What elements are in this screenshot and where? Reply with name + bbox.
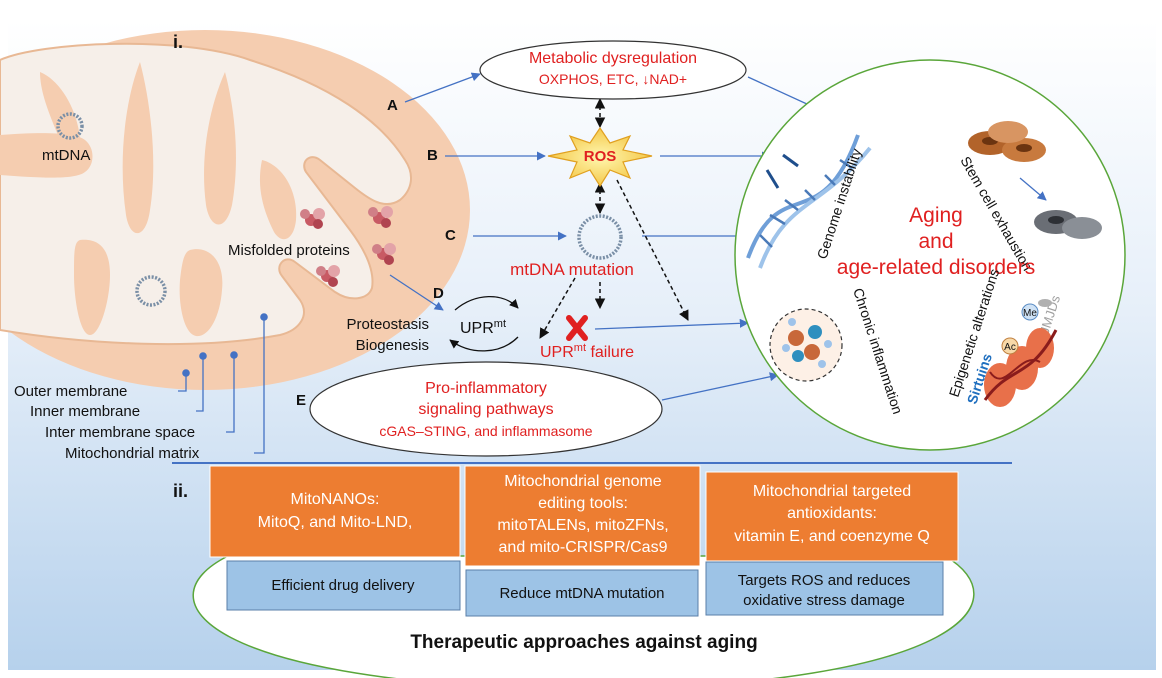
therapy-boxes: MitoNANOs: MitoQ, and Mito-LND, Mitochon… <box>209 465 959 567</box>
pathway-letter-a: A <box>387 97 398 114</box>
therapy-1-line-2: MitoQ, and Mito-LND, <box>258 514 413 531</box>
mtdna-circle-icon <box>56 112 84 140</box>
membrane-legend <box>178 317 265 454</box>
proteostasis-label: Proteostasis <box>346 316 429 333</box>
misfolded-proteins-label: Misfolded proteins <box>228 242 350 259</box>
therapy-footer-title: Therapeutic approaches against aging <box>410 632 757 653</box>
mitochondrion: mtDNA Misfolded proteins <box>0 30 470 390</box>
pro-inflammatory-ellipse <box>309 361 663 457</box>
me-label: Me <box>1023 308 1037 319</box>
therapy-box-genome-editing <box>464 465 701 567</box>
crista-5 <box>74 239 110 335</box>
legend-intermembrane-space: Inter membrane space <box>45 424 195 441</box>
mtdna-mutation-circle-icon <box>577 214 623 260</box>
pathway-letter-b: B <box>427 147 438 164</box>
ros-label: ROS <box>584 148 617 165</box>
inflammation-cluster-icon <box>769 308 843 382</box>
aging-title-3: age-related disorders <box>837 256 1035 279</box>
benefit-box-2 <box>465 569 699 617</box>
mtdna-mutation-label: mtDNA mutation <box>510 260 634 279</box>
therapy-2-line-4: and mito-CRISPR/Cas9 <box>499 539 668 556</box>
metabolic-subtitle: OXPHOS, ETC, ↓NAD+ <box>539 71 687 87</box>
upr-failure-label: UPRmt failure <box>540 342 634 361</box>
pathway-letter-d: D <box>433 285 444 302</box>
therapy-3-line-3: vitamin E, and coenzyme Q <box>734 528 930 545</box>
ac-marker <box>1001 337 1019 355</box>
outer-membrane-marker <box>182 369 190 377</box>
panel-label-i: i. <box>173 32 183 52</box>
upr-label: UPRmt <box>460 318 506 337</box>
crista-3 <box>122 62 154 234</box>
benefit-boxes: Efficient drug delivery Reduce mtDNA mut… <box>226 560 944 617</box>
therapy-2-line-1: Mitochondrial genome <box>504 473 662 490</box>
crista-6 <box>179 249 223 337</box>
mtdna-label: mtDNA <box>42 147 90 164</box>
ros-starburst-icon <box>547 126 653 188</box>
benefit-3-line-1: Targets ROS and reduces <box>738 572 911 589</box>
aging-title-1: Aging <box>909 204 963 227</box>
biogenesis-label: Biogenesis <box>356 337 429 354</box>
panel-label-ii: ii. <box>173 481 188 501</box>
matrix-marker <box>260 313 268 321</box>
blue-arrows <box>389 72 821 401</box>
legend-outer-membrane: Outer membrane <box>14 383 127 400</box>
benefit-box-1 <box>226 560 461 611</box>
inflammatory-line-3: cGAS–STING, and inflammasome <box>379 423 592 439</box>
failure-x-icon <box>566 315 588 341</box>
benefit-2-text: Reduce mtDNA mutation <box>499 585 664 602</box>
me-marker <box>1021 303 1039 321</box>
nucleosome-icon <box>983 299 1058 407</box>
dna-helix-icon <box>746 134 872 269</box>
inflammatory-line-2: signaling pathways <box>418 401 553 418</box>
aging-circle: Genome instability Stem cell exhaustion … <box>734 59 1126 451</box>
upr-cycle: UPRmt <box>449 296 519 352</box>
therapy-1-line-1: MitoNANOs: <box>291 491 380 508</box>
exhausted-cell-icon <box>1034 210 1102 239</box>
therapy-box-mitonanos <box>209 465 461 558</box>
aging-title-2: and <box>918 230 953 253</box>
pathway-letter-c: C <box>445 227 456 244</box>
therapy-3-line-2: antioxidants: <box>787 505 877 522</box>
therapy-3-line-1: Mitochondrial targeted <box>753 483 911 500</box>
intermembrane-marker <box>230 351 238 359</box>
stem-cell-arrow <box>1019 177 1047 201</box>
benefit-3-line-2: oxidative stress damage <box>743 592 905 609</box>
dashed-arrows <box>539 97 689 339</box>
therapy-2-line-3: mitoTALENs, mitoZFNs, <box>497 517 668 534</box>
inner-membrane-marker <box>199 352 207 360</box>
benefit-box-3 <box>705 561 944 616</box>
benefit-1-text: Efficient drug delivery <box>271 577 415 594</box>
legend-mitochondrial-matrix: Mitochondrial matrix <box>65 445 200 462</box>
misfolded-protein-icon <box>300 208 325 229</box>
stem-cell-icon <box>968 121 1046 162</box>
therapy-box-antioxidants <box>705 471 959 562</box>
ac-label: Ac <box>1004 342 1016 353</box>
crista-7 <box>259 160 297 240</box>
misfolded-protein-icon <box>368 206 393 228</box>
pathway-letter-e: E <box>296 392 306 409</box>
metabolic-dysregulation-ellipse <box>479 40 747 100</box>
mtdna-circle-icon <box>135 275 167 307</box>
inflammatory-line-1: Pro-inflammatory <box>425 380 547 397</box>
misfolded-protein-icon <box>316 265 340 287</box>
therapy-2-line-2: editing tools: <box>538 495 628 512</box>
misfolded-protein-icon <box>372 243 396 265</box>
crista-4 <box>204 72 236 225</box>
legend-inner-membrane: Inner membrane <box>30 403 140 420</box>
metabolic-title: Metabolic dysregulation <box>529 50 697 67</box>
